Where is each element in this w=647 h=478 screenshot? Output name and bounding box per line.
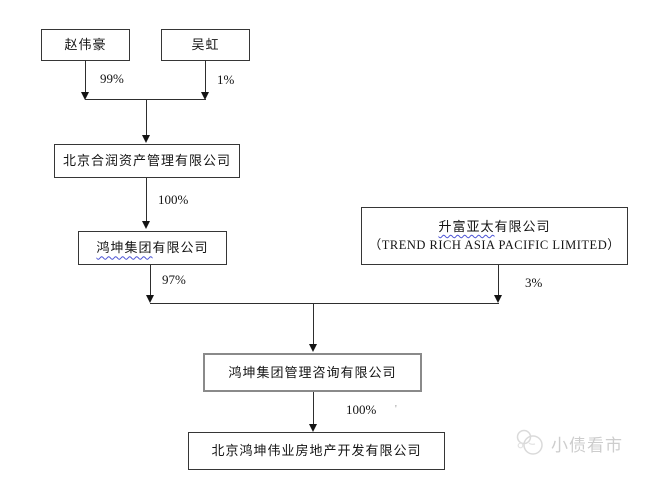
connector-trend-down (498, 265, 499, 296)
connector-wu-down (205, 60, 206, 93)
node-beijing-hongkun-weiye: 北京鸿坤伟业房地产开发有限公司 (188, 432, 445, 470)
watermark-text: 小债看市 (551, 435, 623, 455)
node-hongkun-group: 鸿坤集团有限公司 (78, 231, 227, 265)
stake-label-100b: 100% (346, 402, 377, 417)
arrowhead-trend-merge-icon (494, 295, 502, 303)
connector-herun-to-group (146, 178, 147, 222)
node-beijing-herun-label: 北京合润资产管理有限公司 (62, 153, 231, 169)
node-beijing-hongkun-weiye-label: 北京鸿坤伟业房地产开发有限公司 (211, 443, 422, 459)
arrowhead-group-merge-icon (146, 295, 154, 303)
node-zhao-weihao-label: 赵伟豪 (64, 37, 107, 53)
connector-zhao-down (85, 60, 86, 93)
node-trend-rich-asia: 升富亚太有限公司 （TREND RICH ASIA PACIFIC LIMITE… (361, 207, 628, 265)
node-trend-rich-cn-underlined: 升富亚太 (438, 218, 495, 234)
stake-label-100a: 100% (158, 192, 189, 207)
node-wu-hong-label: 吴虹 (191, 37, 220, 53)
node-hongkun-group-label-underlined: 鸿坤集团 (96, 240, 153, 256)
node-wu-hong: 吴虹 (161, 29, 250, 61)
arrowhead-group-icon (142, 221, 150, 229)
node-beijing-herun: 北京合润资产管理有限公司 (54, 144, 240, 178)
stray-mark: ' (395, 404, 397, 415)
stake-label-1: 1% (217, 72, 235, 87)
node-trend-rich-cn-label: 升富亚太有限公司 (438, 217, 550, 237)
stake-label-99: 99% (100, 71, 124, 86)
watermark-logo-icon (516, 429, 543, 455)
connector-merge-to-herun (146, 100, 147, 136)
connector-group-down (150, 265, 151, 296)
node-trend-rich-cn-rest: 有限公司 (494, 218, 551, 234)
arrowhead-zhao-icon (81, 92, 89, 100)
arrowhead-weiye-icon (309, 424, 317, 432)
node-hongkun-consulting-label: 鸿坤集团管理咨询有限公司 (228, 364, 397, 380)
connector-consulting-to-weiye (313, 392, 314, 425)
stake-label-3: 3% (525, 275, 543, 290)
node-hongkun-consulting: 鸿坤集团管理咨询有限公司 (203, 353, 422, 392)
connector-mid-merge (150, 303, 499, 304)
node-trend-rich-en-label: （TREND RICH ASIA PACIFIC LIMITED） (368, 238, 621, 253)
connector-top-merge (85, 99, 206, 100)
node-hongkun-group-label-rest: 有限公司 (152, 240, 209, 256)
watermark: 小债看市 (514, 428, 623, 458)
connector-merge-to-consulting (313, 304, 314, 345)
node-hongkun-group-label: 鸿坤集团有限公司 (96, 238, 208, 258)
arrowhead-herun-icon (142, 135, 150, 143)
node-zhao-weihao: 赵伟豪 (41, 29, 130, 61)
stake-label-97: 97% (162, 272, 186, 287)
arrowhead-consulting-icon (309, 344, 317, 352)
arrowhead-wu-icon (201, 92, 209, 100)
